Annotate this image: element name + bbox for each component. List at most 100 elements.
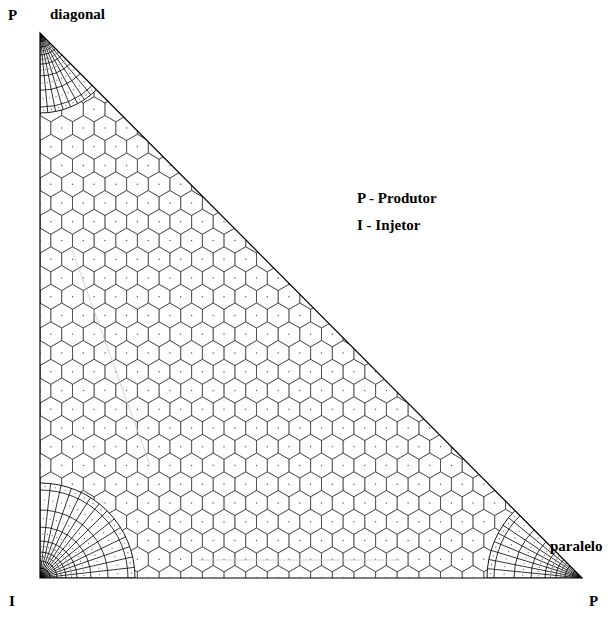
cell-center [332, 484, 333, 485]
hex-cell [570, 228, 592, 253]
hex-cell [441, 153, 463, 178]
hex-cell [441, 191, 463, 216]
cell-center [72, 296, 73, 297]
hex-cell [419, 116, 441, 141]
hex-cell [257, 97, 279, 122]
hex-cell [18, 284, 40, 309]
hex-cell [267, 416, 289, 441]
hex-cell [278, 434, 300, 459]
hex-cell [148, 134, 170, 159]
cell-center [180, 221, 181, 222]
hex-cell [506, 116, 528, 141]
hex-cell [332, 3, 354, 28]
hex-cell [462, 78, 484, 103]
hex-cell [40, 172, 62, 197]
cell-center [440, 484, 441, 485]
hex-cell [343, 97, 365, 122]
hex-cell [148, 434, 170, 459]
hex-cell [322, 22, 344, 47]
cell-center [55, 487, 56, 488]
hex-cell [246, 153, 268, 178]
hex-cell [516, 22, 538, 47]
hex-cell [549, 416, 571, 441]
hex-cell [311, 341, 333, 366]
hex-cell [170, 59, 192, 84]
cell-center [80, 561, 81, 562]
hex-cell [397, 41, 419, 66]
hex-cell [40, 247, 62, 272]
cell-center [386, 390, 387, 391]
hex-cell [18, 322, 40, 347]
radial-spoke [40, 519, 114, 578]
hex-cell [581, 59, 603, 84]
hex-cell [343, 284, 365, 309]
hex-cell [430, 134, 452, 159]
cell-center [97, 561, 98, 562]
hex-cell [148, 172, 170, 197]
cell-center [418, 446, 419, 447]
hex-cell [527, 191, 549, 216]
cell-center [72, 409, 73, 410]
cell-center [45, 69, 46, 70]
hex-cell [462, 453, 484, 478]
hex-cell [224, 453, 246, 478]
hex-cell [365, 134, 387, 159]
hex-cell [311, 191, 333, 216]
hex-cell [235, 97, 257, 122]
cell-center [137, 559, 138, 560]
hex-cell [538, 397, 560, 422]
hex-cell [192, 172, 214, 197]
hex-cell [51, 191, 73, 216]
cell-center [267, 484, 268, 485]
hex-cell [430, 284, 452, 309]
cell-center [58, 552, 59, 553]
hex-cell [235, 284, 257, 309]
hex-cell [451, 359, 473, 384]
cell-center [100, 509, 101, 510]
cell-center [137, 371, 138, 372]
cell-center [104, 165, 105, 166]
cell-center [50, 146, 51, 147]
hex-cell [51, 266, 73, 291]
hex-cell [137, 341, 159, 366]
hex-cell [549, 341, 571, 366]
cell-center [213, 427, 214, 428]
hex-cell [322, 209, 344, 234]
hex-cell [83, 97, 105, 122]
hex-cell [322, 434, 344, 459]
cell-center [72, 371, 73, 372]
hex-cell [235, 359, 257, 384]
hex-cell [51, 303, 73, 328]
cell-center [353, 521, 354, 522]
cell-center [234, 390, 235, 391]
hex-cell [397, 491, 419, 516]
hex-cell [8, 78, 30, 103]
hex-cell [278, 172, 300, 197]
cell-center [180, 559, 181, 560]
cell-center [386, 465, 387, 466]
cell-center [51, 109, 52, 110]
radial-spoke [40, 488, 71, 578]
cell-center [45, 486, 46, 487]
cell-center [126, 315, 127, 316]
hex-cell [506, 303, 528, 328]
radial-ring [40, 561, 57, 578]
hex-cell [224, 153, 246, 178]
cell-center [84, 81, 85, 82]
hex-cell [159, 266, 181, 291]
hex-cell [105, 397, 127, 422]
hex-cell [170, 284, 192, 309]
hex-cell [40, 359, 62, 384]
cell-center [53, 55, 54, 56]
cell-center [108, 516, 109, 517]
cell-center [83, 165, 84, 166]
hex-cell [202, 303, 224, 328]
hex-cell [181, 266, 203, 291]
cell-center [256, 465, 257, 466]
hex-cell [116, 191, 138, 216]
hex-cell [181, 378, 203, 403]
hex-cell [397, 303, 419, 328]
cell-center [114, 525, 115, 526]
hex-cell [354, 41, 376, 66]
cell-center [115, 484, 116, 485]
